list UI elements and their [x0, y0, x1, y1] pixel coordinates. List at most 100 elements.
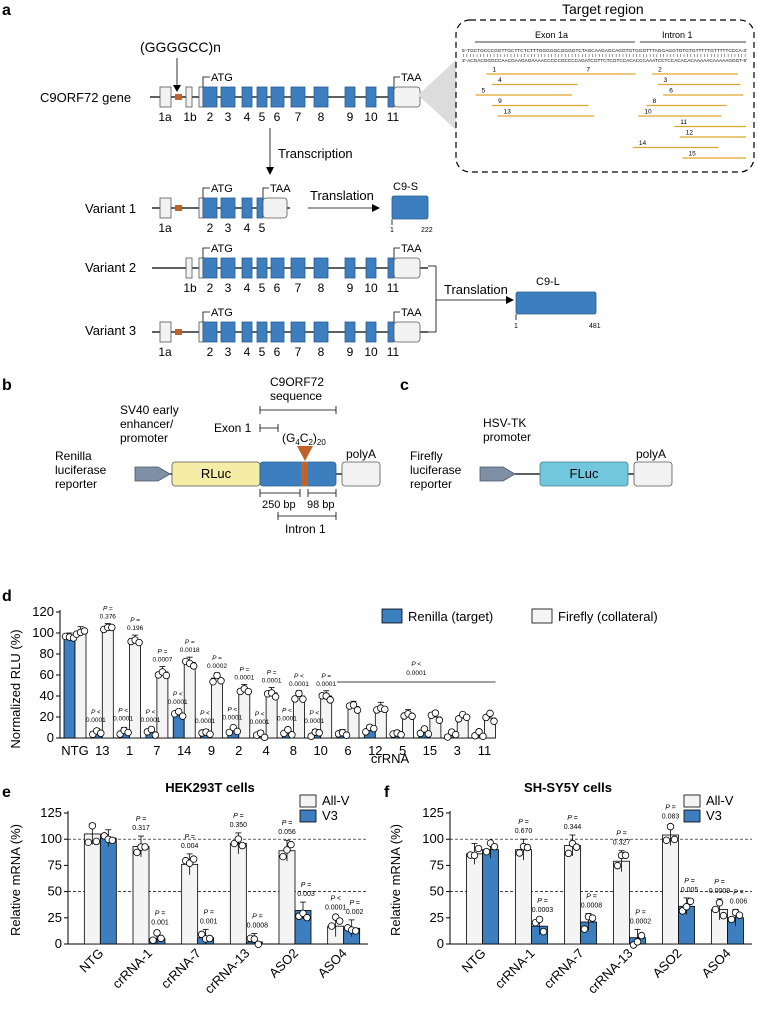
data-point — [315, 729, 323, 737]
e-y-tick-label: 25 — [48, 910, 62, 925]
renilla-reporter-diagram: C9ORF72 sequence SV40 early enhancer/ pr… — [55, 375, 381, 536]
data-point — [287, 840, 295, 849]
guide-label-14: 14 — [639, 140, 647, 147]
exon-1a — [159, 197, 172, 219]
e-y-tick-label: 0 — [55, 936, 62, 951]
e-legend-swatch-v3 — [299, 809, 317, 823]
exon-label-4: 4 — [244, 221, 251, 235]
e-pval-v3-value: 0.002 — [346, 909, 364, 916]
fluc-box — [539, 461, 629, 487]
atg-label: ATG — [211, 72, 233, 84]
e-x-tick-label: NTG — [76, 946, 106, 976]
atg-label: ATG — [211, 307, 233, 319]
f-x-tick-label: crRNA-1 — [492, 946, 538, 992]
e-bar-allv — [278, 850, 296, 945]
atg-marker — [202, 247, 210, 258]
d-pval-renilla-value: 0.0001 — [168, 699, 188, 706]
f-legend-v3: V3 — [706, 808, 722, 823]
data-point — [271, 693, 280, 701]
exon-11-utr — [393, 257, 421, 279]
guide-label-9: 9 — [498, 98, 502, 105]
polya-box-c — [633, 461, 673, 487]
data-point — [295, 689, 303, 698]
data-point — [735, 911, 744, 919]
data-point — [250, 935, 259, 943]
d-x-tick-label: 4 — [262, 743, 269, 758]
e-y-tick-label: 100 — [40, 831, 62, 846]
data-point — [490, 842, 499, 851]
d-pval-firefly: P = — [212, 655, 222, 662]
exon-label-7: 7 — [295, 281, 302, 295]
repeat-expansion — [175, 94, 182, 100]
f-pval-allv-value: 0.0009 — [709, 888, 731, 895]
data-point — [244, 687, 252, 696]
d-x-tick-label: 3 — [454, 743, 461, 758]
d-y-tick-label: 100 — [32, 625, 54, 640]
data-point — [108, 836, 117, 845]
data-point — [588, 914, 597, 922]
d-x-tick-label: NTG — [61, 743, 88, 758]
data-point — [254, 940, 263, 949]
c9l-protein — [515, 291, 597, 315]
d-bar-renilla — [63, 636, 76, 739]
e-pval-allv-value: 0.350 — [230, 822, 248, 829]
firefly-label-1: Firefly — [410, 449, 443, 463]
translation-arrowhead-2 — [506, 296, 514, 304]
exon-label-10: 10 — [364, 110, 378, 124]
taa-marker — [393, 311, 400, 322]
e-x-tick-label: ASO4 — [315, 946, 350, 981]
exon-6 — [270, 321, 285, 343]
d-pval-firefly: P < — [294, 673, 304, 680]
d-x-tick-label: 10 — [313, 743, 327, 758]
f-pval-v3-value: 0.006 — [730, 898, 748, 905]
data-point — [564, 849, 573, 858]
e-pval-v3: P = — [203, 909, 213, 916]
d-pval-renilla-value: 0.0001 — [195, 718, 215, 725]
e-legend-v3: V3 — [322, 808, 338, 823]
exon-label-8: 8 — [318, 281, 325, 295]
intron-label-b: Intron 1 — [285, 522, 326, 536]
f-x-tick-label: NTG — [459, 946, 489, 976]
e-legend-allv: All-V — [322, 793, 350, 808]
guide-label-12: 12 — [686, 130, 694, 137]
translation-label-1: Translation — [310, 188, 374, 203]
exon-label-4: 4 — [244, 345, 251, 359]
d-pval-renilla: P < — [282, 708, 292, 715]
f-y-tick-label: 25 — [430, 910, 444, 925]
data-point — [470, 851, 479, 860]
data-point — [80, 627, 89, 635]
guide-label-4: 4 — [498, 77, 502, 84]
d-pval-firefly-value: 0.376 — [100, 614, 117, 621]
e-x-tick-label: crRNA-7 — [158, 946, 204, 992]
e-pval-v3: P = — [301, 882, 311, 889]
transcription-label: Transcription — [278, 146, 353, 161]
f-pval-allv: P = — [616, 831, 626, 838]
exon-label-11: 11 — [387, 110, 400, 124]
d-pval-firefly-value: 0.196 — [127, 625, 144, 632]
d-x-tick-label: 13 — [95, 743, 109, 758]
d-pval-firefly-value: 0.0001 — [316, 681, 336, 688]
d-pval-renilla-value: 0.0001 — [222, 715, 242, 722]
repeat-label: (GGGGCC)n — [140, 39, 221, 55]
f-pval-allv-value: 0.083 — [662, 814, 680, 821]
data-point — [353, 706, 362, 714]
e-title: HEK293T cells — [165, 780, 255, 795]
data-point — [279, 852, 287, 861]
data-point — [727, 915, 736, 924]
d-pval-firefly: P = — [130, 617, 140, 624]
f-y-tick-label: 100 — [422, 831, 444, 846]
e-x-tick-label: crRNA-13 — [201, 946, 252, 997]
data-point — [162, 671, 171, 680]
atg-marker — [202, 187, 210, 198]
firefly-reporter-diagram: HSV-TK promoter Firefly luciferase repor… — [410, 416, 673, 491]
exon-label-3: 3 — [225, 281, 232, 295]
exon-4 — [241, 257, 253, 279]
data-point — [260, 733, 269, 742]
sv40-label-1: SV40 early — [120, 403, 179, 417]
exon-2-utr — [198, 321, 204, 343]
f-pval-v3-value: 0.0002 — [630, 918, 652, 925]
e-pval-v3: P = — [155, 910, 165, 917]
exon-label-5: 5 — [259, 281, 266, 295]
